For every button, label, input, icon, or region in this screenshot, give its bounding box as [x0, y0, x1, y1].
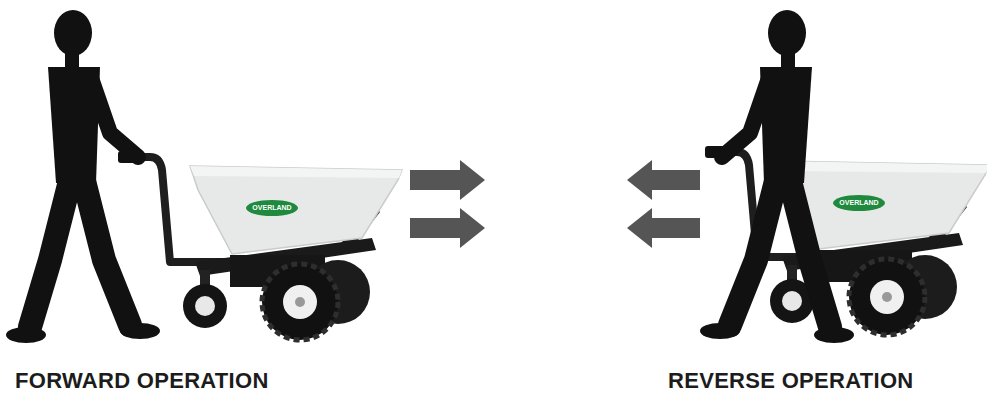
arrow-left — [627, 208, 700, 248]
arrow-left — [627, 160, 700, 200]
brand-logo: OVERLAND — [246, 201, 298, 215]
caption-label: FORWARD OPERATION — [15, 368, 269, 394]
wheelbarrow — [118, 151, 402, 340]
arrow-right — [410, 160, 485, 200]
person-silhouette — [700, 10, 854, 343]
arrow-right — [410, 208, 485, 248]
brand-logo: OVERLAND — [833, 196, 885, 210]
person-silhouette — [6, 10, 160, 343]
caption-label: REVERSE OPERATION — [668, 368, 914, 394]
